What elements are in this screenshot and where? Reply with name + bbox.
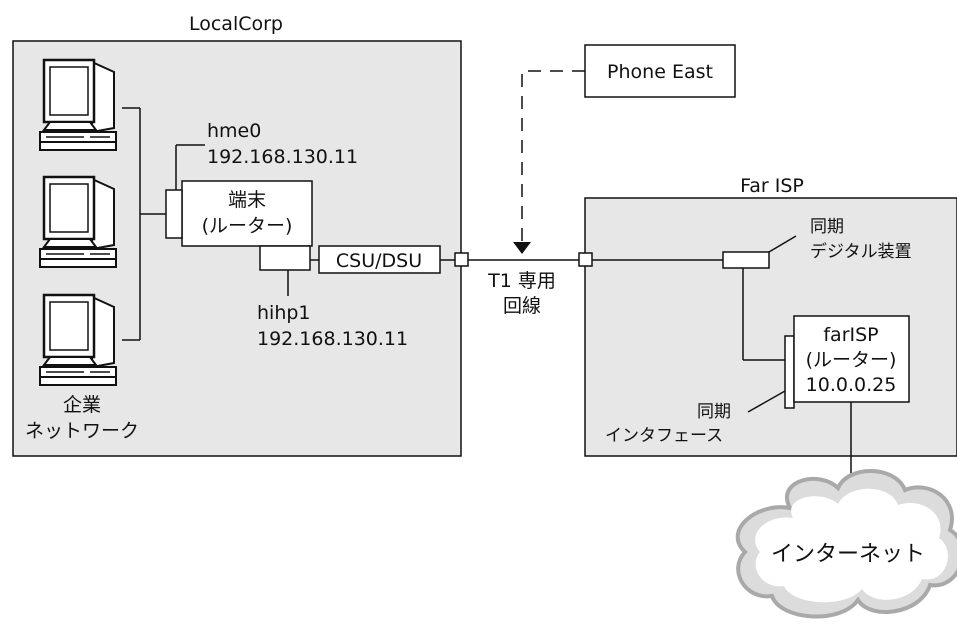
- sync-interface-label-1: 同期: [697, 402, 731, 422]
- enterprise-network-label-2: ネットワーク: [25, 420, 139, 442]
- hme0-name: hme0: [207, 120, 261, 142]
- far-router-ip: 10.0.0.25: [806, 374, 897, 396]
- hihp1-name: hihp1: [257, 302, 311, 324]
- sync-device-label-2: デジタル装置: [810, 241, 912, 262]
- hme0-ip: 192.168.130.11: [207, 146, 358, 168]
- far-router-role: (ルーター): [806, 349, 897, 371]
- computer-icon: [38, 293, 118, 387]
- csu-dsu-box: [318, 245, 441, 274]
- far-line-port: [578, 252, 593, 267]
- phone-dashed-link: [521, 70, 585, 242]
- far-isp-title: Far ISP: [740, 175, 804, 197]
- hihp1-port: [259, 245, 311, 271]
- computer-icon: [38, 175, 118, 269]
- hihp1-ip: 192.168.130.11: [257, 328, 408, 350]
- sync-interface-label-2: インタフェース: [605, 426, 723, 446]
- sync-device-label-1: 同期: [810, 217, 844, 237]
- csu-dsu-label: CSU/DSU: [336, 250, 422, 272]
- hme0-port: [165, 189, 183, 239]
- router-box: [181, 180, 313, 247]
- sync-interface-port: [784, 335, 795, 409]
- t1-label-2: 回線: [503, 295, 541, 317]
- enterprise-network-label-1: 企業: [63, 394, 101, 416]
- local-line-port: [454, 252, 469, 267]
- phone-east-label: Phone East: [607, 61, 713, 83]
- internet-label: インターネット: [771, 542, 925, 567]
- far-router-name: farISP: [823, 324, 878, 346]
- t1-label-1: T1 専用: [487, 270, 556, 292]
- internet-cloud-icon: [735, 469, 957, 619]
- far-router-box: [793, 315, 910, 403]
- router-name: 端末: [228, 189, 266, 211]
- arrowhead-icon: [513, 242, 531, 254]
- sync-digital-device: [722, 251, 770, 269]
- localcorp-title: LocalCorp: [189, 13, 283, 35]
- computer-icon: [38, 58, 118, 152]
- router-role: (ルーター): [202, 215, 293, 237]
